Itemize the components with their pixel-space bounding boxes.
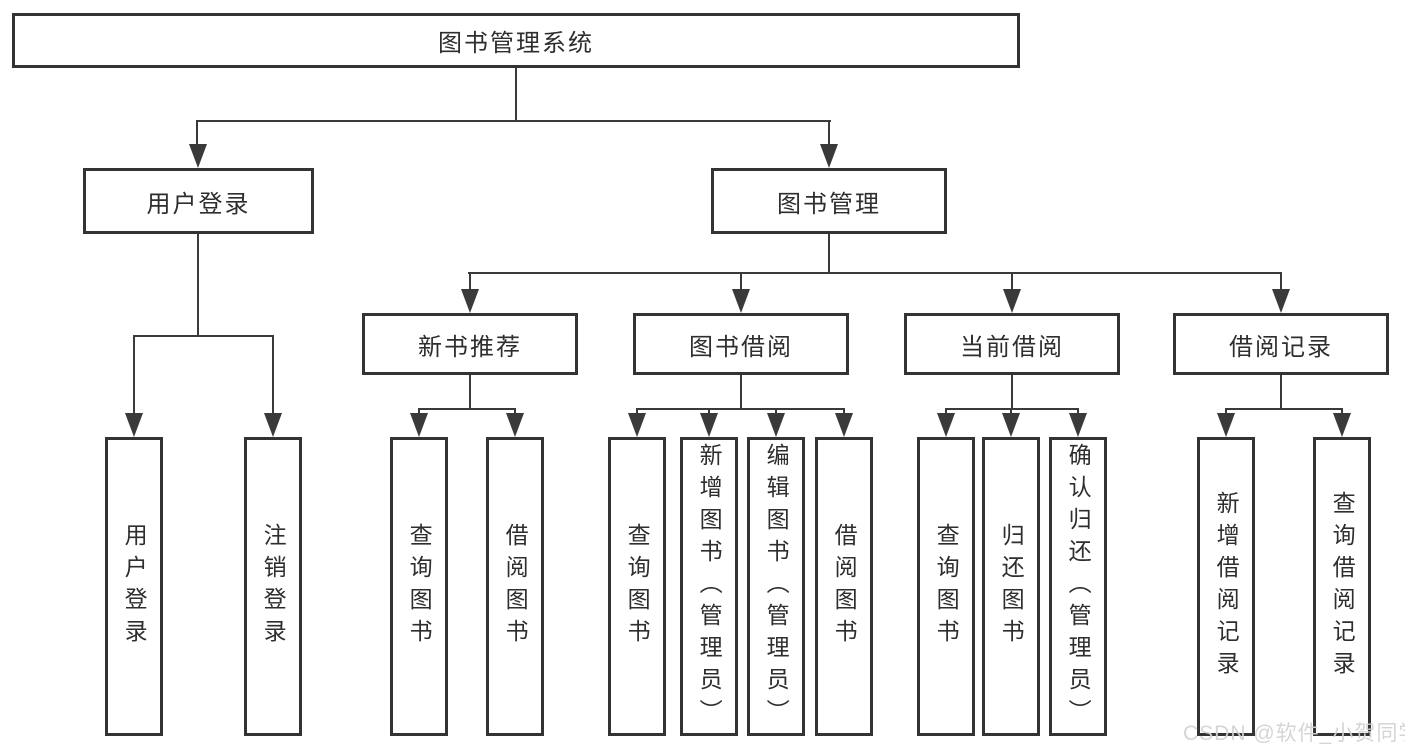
arrow-down-icon xyxy=(1002,413,1020,437)
connector-line xyxy=(828,120,830,148)
arrow-down-icon xyxy=(264,413,282,437)
leaf-label: 借阅图书 xyxy=(502,522,529,651)
connector-line xyxy=(469,272,471,292)
connector-line xyxy=(945,408,947,416)
node-root: 图书管理系统 xyxy=(12,13,1020,68)
connector-line xyxy=(775,408,777,416)
arrow-down-icon xyxy=(461,289,479,313)
leaf-label: 查询图书 xyxy=(406,522,433,651)
arrow-down-icon xyxy=(1003,289,1021,313)
arrow-down-icon xyxy=(835,413,853,437)
connector-line xyxy=(133,335,274,337)
node-book-management: 图书管理 xyxy=(711,168,947,234)
connector-line xyxy=(1077,408,1079,416)
arrow-down-icon xyxy=(189,144,207,168)
connector-line xyxy=(196,120,198,148)
leaf-confirm-return-admin: 确认归还（管理员） xyxy=(1049,437,1107,736)
arrow-down-icon xyxy=(1333,413,1351,437)
arrow-down-icon xyxy=(700,413,718,437)
arrow-down-icon xyxy=(506,413,524,437)
leaf-borrow-books-recommend: 借阅图书 xyxy=(486,437,544,736)
leaf-label: 新增图书（管理员） xyxy=(696,442,723,731)
connector-line xyxy=(514,408,516,416)
arrow-down-icon xyxy=(1217,413,1235,437)
leaf-query-books-recommend: 查询图书 xyxy=(390,437,448,736)
leaf-label: 查询借阅记录 xyxy=(1329,490,1356,683)
arrow-down-icon xyxy=(1069,413,1087,437)
arrow-down-icon xyxy=(410,413,428,437)
connector-line xyxy=(196,120,831,122)
connector-line xyxy=(708,408,710,416)
node-current-borrow: 当前借阅 xyxy=(904,313,1120,375)
leaf-borrow-books-borrow: 借阅图书 xyxy=(815,437,873,736)
node-user-login: 用户登录 xyxy=(83,168,314,234)
leaf-edit-book-admin: 编辑图书（管理员） xyxy=(747,437,805,736)
arrow-down-icon xyxy=(937,413,955,437)
leaf-query-books-borrow: 查询图书 xyxy=(608,437,666,736)
connector-line xyxy=(843,408,845,416)
connector-line xyxy=(1341,408,1343,416)
connector-line xyxy=(418,408,516,410)
leaf-user-login: 用户登录 xyxy=(105,437,163,736)
arrow-down-icon xyxy=(628,413,646,437)
connector-line xyxy=(1011,375,1013,410)
connector-line xyxy=(197,234,199,337)
connector-line xyxy=(636,408,638,416)
leaf-label: 查询图书 xyxy=(933,522,960,651)
connector-line xyxy=(1011,272,1013,292)
leaf-label: 用户登录 xyxy=(121,522,148,651)
arrow-down-icon xyxy=(125,413,143,437)
connector-line xyxy=(636,408,845,410)
arrow-down-icon xyxy=(820,144,838,168)
leaf-label: 归还图书 xyxy=(998,522,1025,651)
leaf-label: 注销登录 xyxy=(260,522,287,651)
leaf-label: 借阅图书 xyxy=(831,522,858,651)
leaf-label: 编辑图书（管理员） xyxy=(763,442,790,731)
leaf-label: 确认归还（管理员） xyxy=(1065,442,1092,731)
node-new-book-recommend: 新书推荐 xyxy=(362,313,578,375)
connector-line xyxy=(945,408,1079,410)
leaf-label: 查询图书 xyxy=(624,522,651,651)
leaf-query-borrow-record: 查询借阅记录 xyxy=(1313,437,1371,736)
leaf-add-borrow-record: 新增借阅记录 xyxy=(1197,437,1255,736)
node-book-borrow: 图书借阅 xyxy=(633,313,849,375)
connector-line xyxy=(133,335,135,415)
arrow-down-icon xyxy=(767,413,785,437)
leaf-return-books: 归还图书 xyxy=(982,437,1040,736)
node-borrow-records: 借阅记录 xyxy=(1173,313,1389,375)
leaf-logout: 注销登录 xyxy=(244,437,302,736)
connector-line xyxy=(515,68,517,122)
connector-line xyxy=(740,375,742,410)
leaf-label: 新增借阅记录 xyxy=(1213,490,1240,683)
connector-line xyxy=(1225,408,1343,410)
connector-line xyxy=(418,408,420,416)
connector-line xyxy=(469,375,471,410)
connector-line xyxy=(1225,408,1227,416)
arrow-down-icon xyxy=(1272,289,1290,313)
connector-line xyxy=(1280,272,1282,292)
connector-line xyxy=(1280,375,1282,410)
connector-line xyxy=(740,272,742,292)
connector-line xyxy=(828,234,830,274)
leaf-add-book-admin: 新增图书（管理员） xyxy=(680,437,738,736)
connector-line xyxy=(1010,408,1012,416)
connector-line xyxy=(272,335,274,415)
leaf-query-books-current: 查询图书 xyxy=(917,437,975,736)
watermark: CSDN @软件_小贺同学 xyxy=(1183,722,1405,745)
arrow-down-icon xyxy=(732,289,750,313)
connector-line xyxy=(468,272,1282,274)
